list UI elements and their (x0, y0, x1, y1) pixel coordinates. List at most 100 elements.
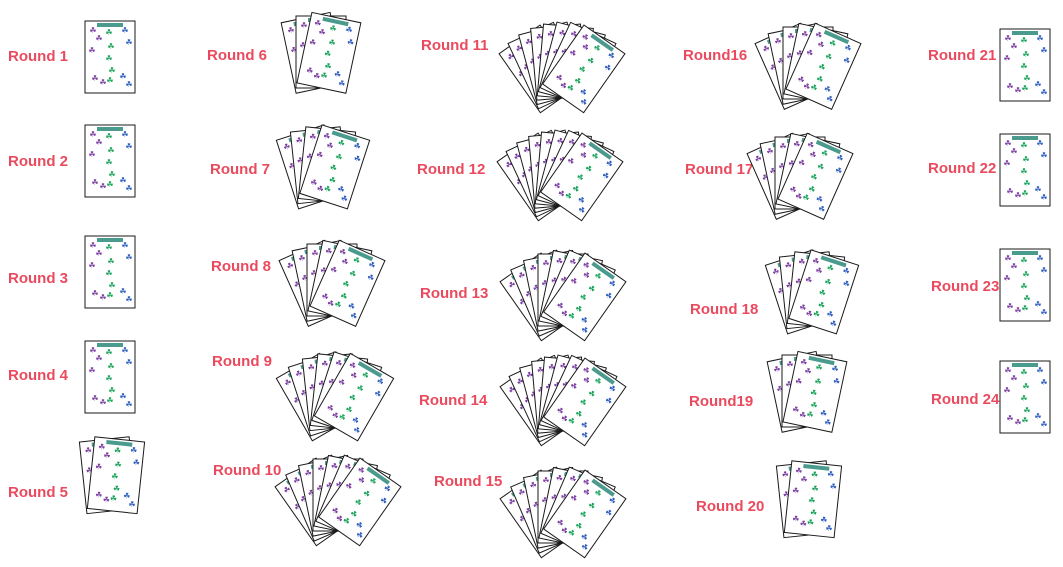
figure-icon: ☘ (109, 494, 117, 504)
figure-icon: ☘ (558, 28, 567, 39)
round-label: Round16 (683, 47, 748, 64)
round-label: Round 2 (8, 153, 68, 170)
figure-icon: ☘ (834, 165, 844, 176)
round-label: Round 17 (685, 161, 754, 178)
figure-icon: ☘ (550, 493, 559, 503)
figure-icon: ☘ (125, 80, 132, 89)
figure-icon: ☘ (334, 513, 345, 524)
figure-icon: ☘ (88, 46, 95, 55)
card-header-strip (1012, 136, 1038, 140)
figure-icon: ☘ (1006, 187, 1013, 196)
card-frame (313, 352, 395, 442)
figure-icon: ☘ (337, 412, 348, 423)
figure-icon: ☘ (107, 42, 114, 51)
figure-icon: ☘ (829, 482, 837, 492)
figure-icon: ☘ (766, 146, 775, 156)
figure-icon: ☘ (776, 384, 785, 394)
figure-icon: ☘ (572, 75, 583, 86)
figure-icon: ☘ (105, 374, 112, 383)
figure-icon: ☘ (525, 370, 534, 381)
figure-icon: ☘ (604, 158, 615, 169)
figure-icon: ☘ (341, 279, 351, 290)
figure-icon: ☘ (785, 281, 793, 291)
figure-icon: ☘ (95, 34, 102, 43)
figure-icon: ☘ (330, 410, 341, 421)
card: ☘☘☘☘☘☘☘☘☘☘☘☘☘☘ (777, 132, 854, 221)
figure-icon: ☘ (566, 527, 577, 538)
figure-icon: ☘ (334, 152, 344, 163)
figure-icon: ☘ (580, 42, 591, 53)
figure-icon: ☘ (1020, 141, 1027, 150)
figure-icon: ☘ (343, 461, 353, 472)
figure-icon: ☘ (811, 484, 819, 494)
figure-icon: ☘ (607, 495, 618, 506)
figure-icon: ☘ (319, 266, 328, 276)
figure-icon: ☘ (1040, 151, 1047, 160)
figure-icon: ☘ (325, 403, 336, 414)
figure-icon: ☘ (313, 18, 322, 28)
figure-icon: ☘ (304, 468, 313, 478)
figure-icon: ☘ (579, 532, 590, 543)
figure-icon: ☘ (1006, 302, 1013, 311)
figure-icon: ☘ (1040, 46, 1047, 55)
card-header-strip (820, 255, 847, 268)
figure-icon: ☘ (603, 290, 614, 301)
figure-icon: ☘ (541, 496, 548, 505)
figure-icon: ☘ (345, 25, 354, 35)
figure-icon: ☘ (333, 299, 343, 310)
figure-icon: ☘ (353, 497, 364, 508)
round-label: Round 20 (696, 498, 765, 515)
figure-icon: ☘ (344, 404, 355, 415)
figure-icon: ☘ (318, 27, 327, 37)
figure-icon: ☘ (507, 496, 518, 507)
figure-icon: ☘ (555, 517, 566, 528)
figure-icon: ☘ (119, 72, 126, 81)
figure-icon: ☘ (794, 191, 804, 202)
figure-icon: ☘ (517, 296, 528, 307)
round-label: Round 14 (419, 392, 488, 409)
figure-icon: ☘ (316, 484, 323, 493)
round-label: Round 5 (8, 484, 68, 501)
figure-icon: ☘ (296, 156, 304, 166)
figure-icon: ☘ (1010, 42, 1017, 51)
figure-icon: ☘ (329, 24, 338, 34)
figure-icon: ☘ (824, 52, 834, 63)
figure-icon: ☘ (812, 309, 822, 320)
figure-icon: ☘ (507, 279, 518, 290)
figure-icon: ☘ (558, 80, 569, 91)
figure-icon: ☘ (292, 501, 303, 512)
figure-icon: ☘ (125, 295, 132, 304)
figure-icon: ☘ (573, 408, 584, 419)
figure-icon: ☘ (827, 470, 835, 480)
figure-icon: ☘ (282, 484, 293, 495)
figure-icon: ☘ (583, 163, 594, 174)
card: ☘☘☘☘☘☘☘☘☘☘☘☘☘☘ (539, 132, 624, 222)
figure-icon: ☘ (607, 383, 618, 394)
figure-icon: ☘ (811, 470, 819, 480)
card-fan: ☘☘☘☘☘☘☘☘☘☘☘☘☘☘☘☘☘☘☘☘☘☘☘☘☘☘☘☘☘☘☘☘☘☘☘☘☘☘☘☘… (275, 351, 395, 442)
card-fan: ☘☘☘☘☘☘☘☘☘☘☘☘☘☘ (999, 248, 1051, 322)
figure-icon: ☘ (814, 30, 824, 41)
card: ☘☘☘☘☘☘☘☘☘☘☘☘☘☘ (84, 124, 136, 198)
card: ☘☘☘☘☘☘☘☘☘☘☘☘☘☘ (84, 20, 136, 94)
figure-icon: ☘ (559, 308, 570, 319)
figure-icon: ☘ (337, 79, 346, 89)
figure-icon: ☘ (360, 370, 371, 381)
figure-icon: ☘ (782, 490, 790, 500)
figure-icon: ☘ (795, 277, 803, 287)
figure-icon: ☘ (1020, 256, 1027, 265)
figure-icon: ☘ (787, 159, 796, 169)
figure-icon: ☘ (800, 29, 809, 39)
figure-icon: ☘ (88, 150, 95, 159)
figure-icon: ☘ (568, 492, 579, 503)
figure-icon: ☘ (324, 246, 333, 256)
figure-icon: ☘ (795, 466, 803, 476)
figure-icon: ☘ (105, 269, 112, 278)
figure-icon: ☘ (808, 496, 816, 506)
figure-icon: ☘ (835, 153, 845, 164)
figure-icon: ☘ (792, 139, 801, 149)
figure-icon: ☘ (576, 195, 587, 206)
card: ☘☘☘☘☘☘☘☘☘☘☘☘☘☘ (783, 460, 843, 539)
figure-icon: ☘ (352, 154, 362, 165)
figure-icon: ☘ (121, 346, 128, 355)
